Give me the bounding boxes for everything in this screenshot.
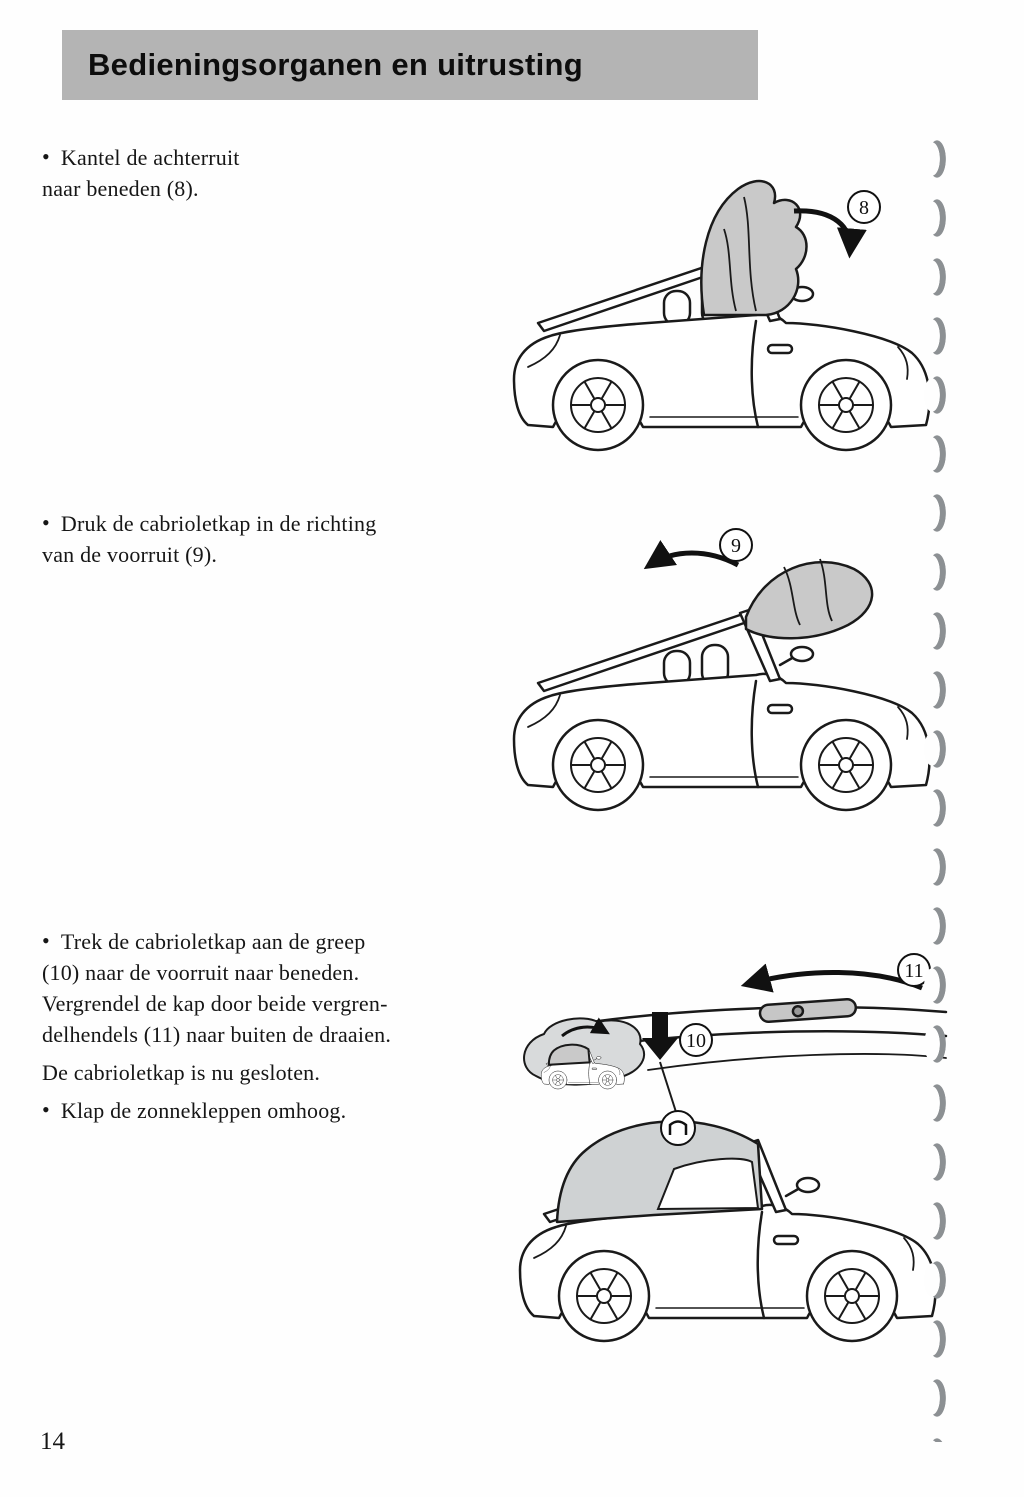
text-line: (10) naar de voorruit naar beneden.: [42, 960, 360, 985]
figure-step9: 9: [498, 525, 938, 835]
closed-car-inset: [523, 1017, 646, 1089]
push-direction-arrow: [643, 540, 740, 570]
text-line: Vergrendel de kap door beide vergren-: [42, 991, 388, 1016]
car-push-top-illustration: 9: [498, 528, 938, 835]
bullet-marker: •: [42, 144, 50, 169]
text-line: • Kantel de achterruit: [42, 142, 240, 173]
inset-close-arrow: [561, 1017, 610, 1038]
callout-connector-line: [659, 1061, 677, 1113]
car-rear-window-illustration: 8: [498, 179, 938, 475]
text-block-step8: • Kantel de achterruit naar beneden (8).: [42, 142, 240, 204]
text-line: • Trek de cabrioletkap aan de greep: [42, 926, 391, 957]
callout-9: 9: [719, 528, 753, 562]
side-window: [656, 1157, 760, 1211]
latch-rotate-arrow: [740, 963, 923, 993]
car-side-view: [514, 609, 929, 810]
figure-step10: 11 10: [498, 928, 953, 1368]
figure-step8: 8: [498, 165, 938, 475]
text-line: van de voorruit (9).: [42, 542, 218, 567]
text-line-content: Trek de cabrioletkap aan de greep: [60, 929, 366, 954]
spiral-binding-marks: [922, 130, 948, 1442]
car-lock-top-illustration: 11 10: [498, 953, 948, 1368]
fold-direction-arrow: [793, 208, 867, 259]
text-line-content: Druk de cabrioletkap in de richting: [60, 511, 377, 536]
bullet-marker: •: [42, 510, 50, 535]
callout-8: 8: [847, 190, 881, 224]
latch-detail-circle: [660, 1110, 696, 1146]
section-header-bar: Bedieningsorganen en uitrusting: [62, 30, 758, 100]
text-line: • Klap de zonnekleppen omhoog.: [42, 1095, 346, 1126]
text-line: • Druk de cabrioletkap in de richting: [42, 508, 376, 539]
text-block-step9: • Druk de cabrioletkap in de richting van…: [42, 508, 376, 570]
text-line: naar beneden (8).: [42, 176, 199, 201]
text-line-closing: De cabrioletkap is nu gesloten.: [42, 1060, 321, 1085]
text-line-content: Kantel de achterruit: [60, 145, 240, 170]
pull-down-arrow: [642, 1012, 678, 1060]
latch-handle: [758, 997, 858, 1024]
callout-11-label: 11: [904, 960, 923, 982]
folded-soft-top: [700, 179, 808, 317]
car-closed-top-view: [520, 1120, 935, 1341]
latch-detail-view: [554, 997, 948, 1071]
callout-10: 10: [679, 1023, 713, 1057]
bullet-marker: •: [42, 1097, 50, 1122]
bullet-marker: •: [42, 928, 50, 953]
text-block-sunvisor: • Klap de zonnekleppen omhoog.: [42, 1095, 346, 1126]
text-line: delhendels (11) naar buiten de draaien.: [42, 1022, 392, 1047]
page-title: Bedieningsorganen en uitrusting: [88, 47, 583, 82]
page-number: 14: [40, 1428, 65, 1455]
tilted-soft-top: [744, 558, 874, 640]
callout-9-label: 9: [731, 535, 741, 557]
text-block-step10: • Trek de cabrioletkap aan de greep (10) …: [42, 926, 391, 1088]
callout-10-label: 10: [686, 1030, 706, 1052]
callout-8-label: 8: [859, 197, 869, 219]
text-line-content: Klap de zonnekleppen omhoog.: [60, 1098, 347, 1123]
latch-handle-glyph: [668, 1120, 688, 1135]
